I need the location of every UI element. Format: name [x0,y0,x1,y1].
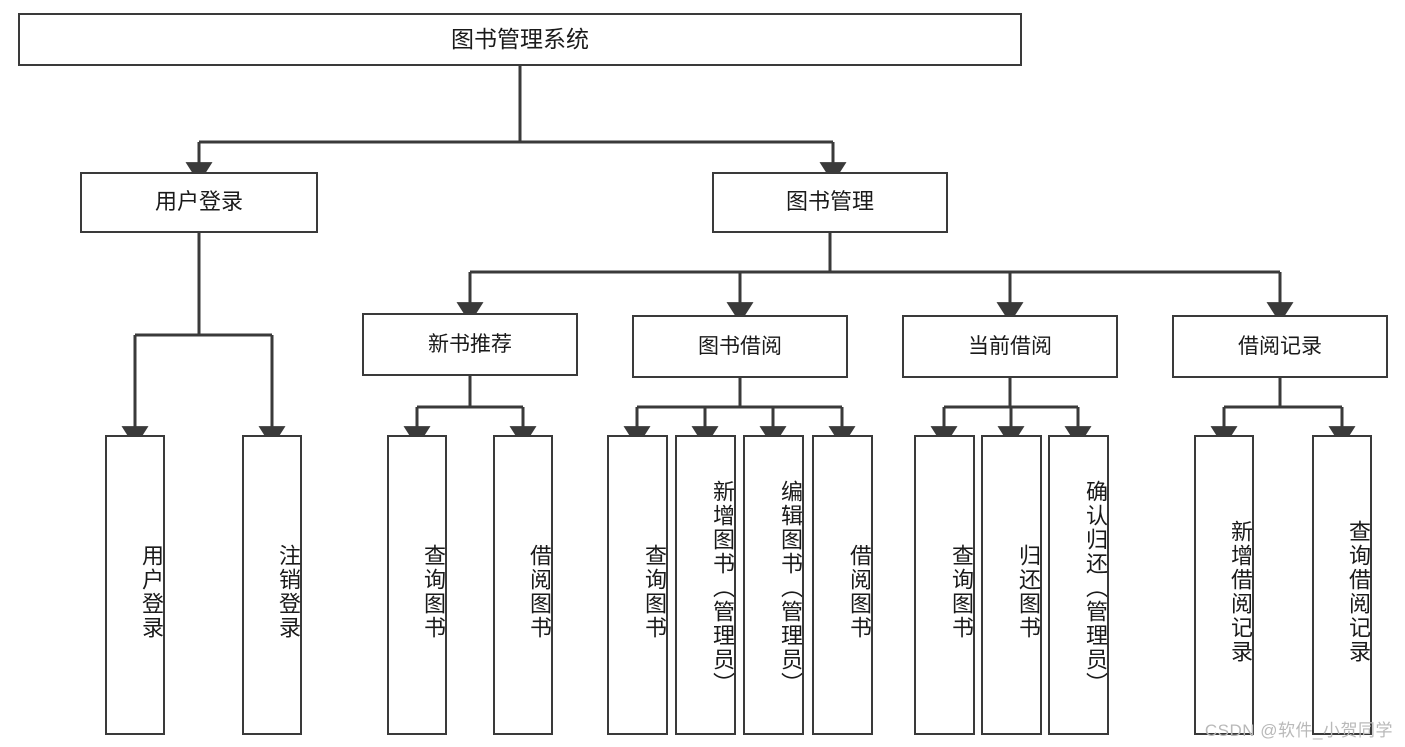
node-current-borrow[interactable]: 当前借阅 [902,315,1118,378]
leaf-label: 查询图书 [642,544,667,640]
node-book-management-label: 图书管理 [785,189,874,215]
node-book-management[interactable]: 图书管理 [712,172,948,233]
leaf-borrow-record-query-record[interactable]: 查询借阅记录 [1312,435,1372,735]
node-borrow-record-label: 借阅记录 [1238,334,1322,358]
leaf-label: 编辑图书（管理员） [778,480,803,696]
leaf-book-borrow-add-book-admin[interactable]: 新增图书（管理员） [675,435,736,735]
leaf-label: 新增图书（管理员） [710,480,735,696]
node-user-login-label: 用户登录 [154,189,243,215]
leaf-label: 用户登录 [139,544,164,640]
leaf-label: 归还图书 [1016,544,1041,640]
node-book-borrow[interactable]: 图书借阅 [632,315,848,378]
node-book-borrow-label: 图书借阅 [698,334,782,358]
leaf-book-borrow-borrow-book[interactable]: 借阅图书 [812,435,873,735]
leaf-label: 借阅图书 [527,544,552,640]
leaf-label: 查询借阅记录 [1346,520,1371,664]
node-current-borrow-label: 当前借阅 [968,334,1052,358]
leaf-borrow-record-add-record[interactable]: 新增借阅记录 [1194,435,1254,735]
node-borrow-record[interactable]: 借阅记录 [1172,315,1388,378]
leaf-user-login-login[interactable]: 用户登录 [105,435,165,735]
leaf-current-borrow-return-book[interactable]: 归还图书 [981,435,1042,735]
leaf-label: 确认归还（管理员） [1083,480,1108,696]
leaf-label: 新增借阅记录 [1228,520,1253,664]
watermark: CSDN @软件_小贺同学 [1204,721,1393,740]
node-root[interactable]: 图书管理系统 [18,13,1022,66]
leaf-new-book-borrow-book[interactable]: 借阅图书 [493,435,553,735]
node-new-book-recommend-label: 新书推荐 [428,332,512,356]
leaf-current-borrow-confirm-return-admin[interactable]: 确认归还（管理员） [1048,435,1109,735]
leaf-book-borrow-query-book[interactable]: 查询图书 [607,435,668,735]
leaf-label: 注销登录 [276,544,301,640]
leaf-label: 查询图书 [949,544,974,640]
node-new-book-recommend[interactable]: 新书推荐 [362,313,578,376]
node-user-login[interactable]: 用户登录 [80,172,318,233]
leaf-user-login-logout[interactable]: 注销登录 [242,435,302,735]
leaf-current-borrow-query-book[interactable]: 查询图书 [914,435,975,735]
leaf-new-book-query-book[interactable]: 查询图书 [387,435,447,735]
leaf-label: 借阅图书 [847,544,872,640]
leaf-book-borrow-edit-book-admin[interactable]: 编辑图书（管理员） [743,435,804,735]
leaf-label: 查询图书 [421,544,446,640]
node-root-label: 图书管理系统 [451,25,589,52]
